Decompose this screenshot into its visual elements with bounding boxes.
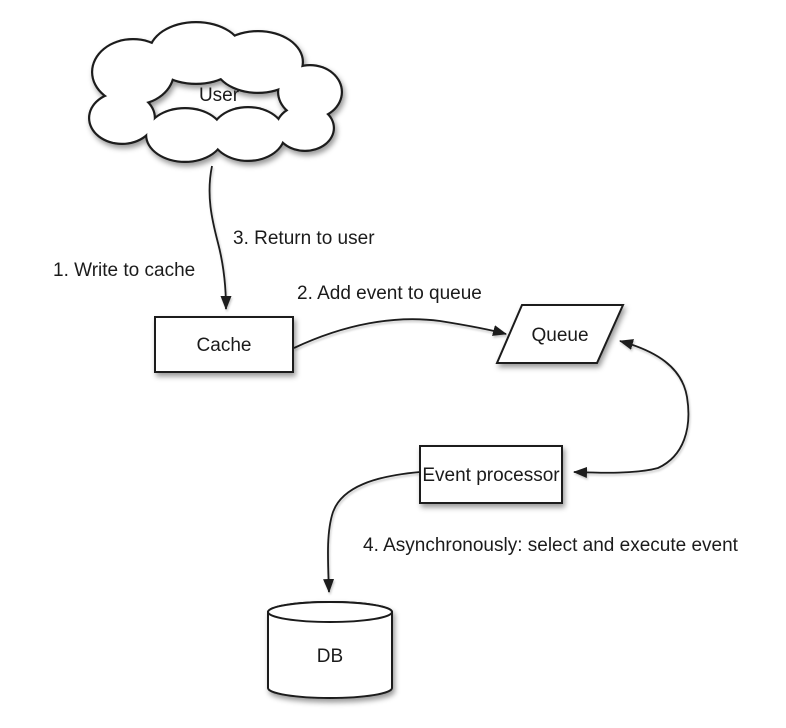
event-processor-node-box <box>419 445 563 504</box>
edge-label-return-to-user: 3. Return to user <box>233 228 375 249</box>
edge-label-async-execute: 4. Asynchronously: select and execute ev… <box>363 535 739 556</box>
cache-node-box <box>154 316 294 373</box>
edges-layer <box>208 165 690 593</box>
edge-label-write-to-cache: 1. Write to cache <box>53 260 195 281</box>
edge-user-to-cache-arrow <box>208 165 232 310</box>
event-processor-node: Event processor <box>419 445 563 504</box>
user-node-label: User <box>199 85 240 106</box>
cache-node: Cache <box>154 316 294 373</box>
edge-cache-to-queue-arrow <box>293 318 507 349</box>
user-node: User <box>88 21 343 163</box>
event-processor-node-label: Event processor <box>422 465 560 486</box>
edge-event-processor-to-db-arrow <box>323 471 421 593</box>
edge-queue-event-processor-arrow <box>573 339 690 478</box>
db-node: DB <box>267 601 393 699</box>
queue-node-shape <box>495 304 625 364</box>
db-node-label: DB <box>317 646 343 667</box>
cache-node-label: Cache <box>197 335 252 356</box>
edge-label-add-event-to-queue: 2. Add event to queue <box>297 283 482 304</box>
cloud-fill <box>90 23 341 161</box>
queue-node-label: Queue <box>531 325 588 346</box>
queue-node: Queue <box>495 304 625 364</box>
db-node-top <box>267 601 393 623</box>
